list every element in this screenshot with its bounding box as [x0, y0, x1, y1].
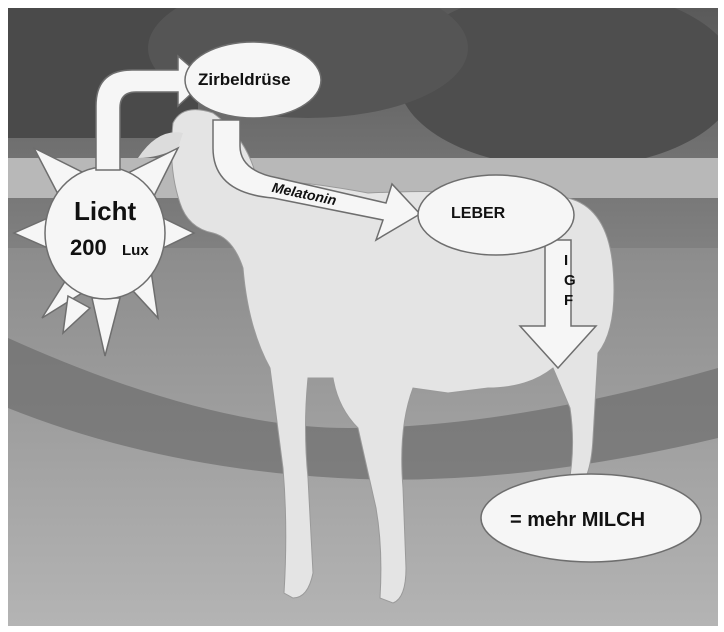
result-word: MILCH	[582, 509, 645, 531]
diagram-frame: Zirbeldrüse Melatonin LEBER I G F Licht …	[8, 8, 718, 626]
liver-label: LEBER	[451, 205, 505, 223]
sun-disc	[45, 167, 165, 299]
light-label: Licht	[74, 196, 136, 227]
igf-letter-f: F	[564, 292, 573, 309]
igf-letter-i: I	[564, 252, 568, 269]
light-value: 200	[70, 235, 107, 261]
result-label: = mehr MILCH	[510, 509, 645, 532]
igf-letter-g: G	[564, 272, 576, 289]
light-unit: Lux	[122, 242, 149, 259]
pineal-label: Zirbeldrüse	[198, 70, 291, 90]
diagram-canvas	[8, 8, 718, 626]
result-prefix: = mehr	[510, 509, 576, 531]
